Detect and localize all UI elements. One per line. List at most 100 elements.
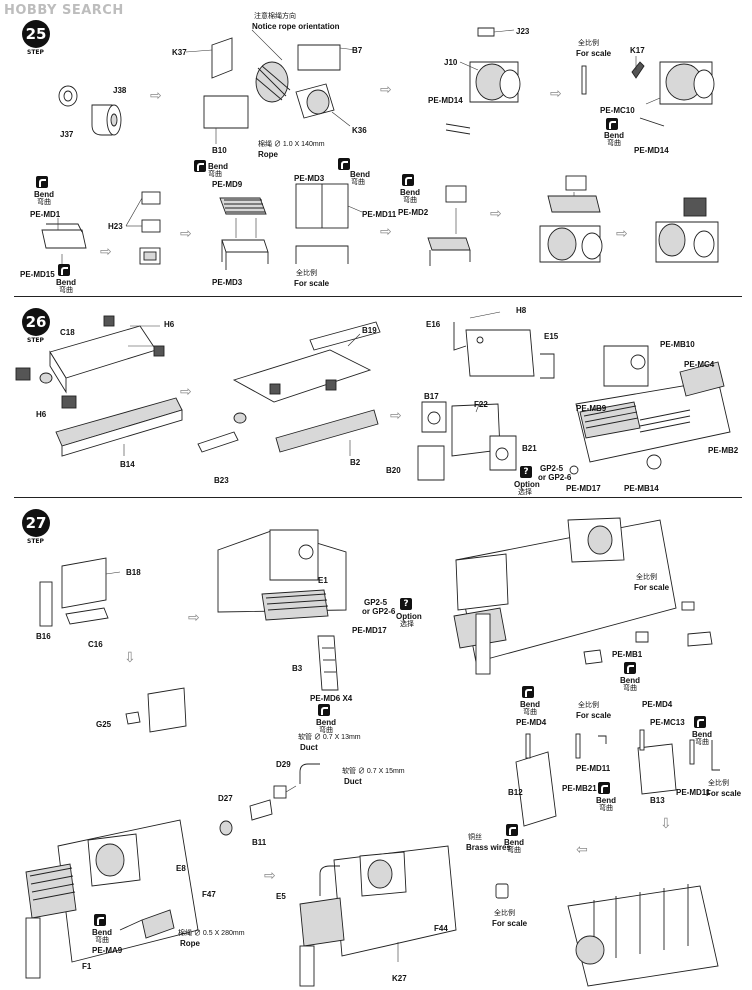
scale-cn: 全比例 <box>708 780 729 787</box>
flow-arrow: ⇨ <box>180 384 192 400</box>
flow-arrow: ⇨ <box>616 226 628 242</box>
part-e8: E8 <box>176 864 186 873</box>
flow-arrow: ⇩ <box>124 650 136 666</box>
rope-label: Rope <box>258 150 278 159</box>
part-g25: G25 <box>96 720 112 729</box>
part-pe-md17: PE-MD17 <box>566 484 601 493</box>
part-f44: F44 <box>434 924 448 933</box>
flow-arrow: ⇨ <box>180 226 192 242</box>
part-f22: F22 <box>474 400 488 409</box>
rope2-label: Rope <box>180 939 200 948</box>
bend-label: Bend <box>620 676 640 685</box>
part-e15: E15 <box>544 332 559 341</box>
part-h6: H6 <box>36 410 47 419</box>
step-25-badge: 25 <box>22 20 50 48</box>
part-e5: E5 <box>276 892 286 901</box>
scale-cn: 全比例 <box>578 702 599 709</box>
flow-arrow: ⇨ <box>490 206 502 222</box>
bend-icon <box>598 782 610 794</box>
bend-label-cn: 弯曲 <box>607 140 621 147</box>
j38-spool-drawing <box>91 104 122 136</box>
bend-icon <box>194 160 206 172</box>
part-pe-md14: PE-MD14 <box>428 96 463 105</box>
part-pe-md3: PE-MD3 <box>212 278 243 287</box>
bend-icon <box>606 118 618 130</box>
part-gp2: GP2-5 <box>364 598 388 607</box>
part-b12: B12 <box>508 788 523 797</box>
part-d29: D29 <box>276 760 291 769</box>
part-pe-mc4: PE-MC4 <box>684 360 715 369</box>
rope-spec: 棉绳 ∅ 1.0 X 140mm <box>258 141 325 148</box>
part-b7: B7 <box>352 46 363 55</box>
part-gp2: GP2-5 <box>540 464 564 473</box>
part-b14: B14 <box>120 460 135 469</box>
bend-label: Bend <box>56 278 76 287</box>
bend-label-cn: 弯曲 <box>95 937 109 944</box>
bend-label-cn: 弯曲 <box>319 727 333 734</box>
bend-icon <box>58 264 70 276</box>
bend-label-cn: 弯曲 <box>523 709 537 716</box>
bend-icon <box>36 176 48 188</box>
option-label-cn: 选择 <box>400 621 414 628</box>
part-b19: B19 <box>362 326 377 335</box>
bend-label-cn: 弯曲 <box>599 805 613 812</box>
bend-label-cn: 弯曲 <box>59 287 73 294</box>
part-pe-md11: PE-MD11 <box>576 764 611 773</box>
bend-icon <box>318 704 330 716</box>
duct2-label: Duct <box>344 777 362 786</box>
bend-label-cn: 弯曲 <box>623 685 637 692</box>
fuel-tank-drawing <box>125 687 187 733</box>
scale-en: For scale <box>576 711 612 720</box>
part-pe-mc13: PE-MC13 <box>650 718 685 727</box>
pe-md1-frame-drawing <box>41 218 87 264</box>
bend-icon <box>694 716 706 728</box>
part-b16: B16 <box>36 632 51 641</box>
scale-en: For scale <box>492 919 528 928</box>
pe-md11-panel-drawing <box>295 183 363 264</box>
option-label: Option <box>396 612 422 621</box>
scale-en: For scale <box>634 583 670 592</box>
cab-box-drawing <box>417 311 555 481</box>
winch-assembly-3-drawing <box>539 175 603 263</box>
scale-cn: 全比例 <box>636 574 657 581</box>
part-pe-md11b: PE-MD11 <box>676 788 711 797</box>
bend-icon <box>94 914 106 926</box>
winch-frame-drawing <box>185 29 357 144</box>
step-27-badge: 27 <box>22 509 50 537</box>
bend-label-cn: 弯曲 <box>351 179 365 186</box>
bend-label: Bend <box>504 838 524 847</box>
flow-arrow: ⇨ <box>380 224 392 240</box>
pe-md9-stand-drawing <box>219 197 269 270</box>
part-pe-mb10: PE-MB10 <box>660 340 695 349</box>
section-divider <box>14 497 742 498</box>
part-f47: F47 <box>202 890 216 899</box>
bend-label-cn: 弯曲 <box>37 199 51 206</box>
part-gp2-or: or GP2-6 <box>538 473 572 482</box>
flow-arrow: ⇨ <box>188 610 200 626</box>
bend-icon <box>522 686 534 698</box>
part-gp2-or: or GP2-6 <box>362 607 396 616</box>
bend-label-cn: 弯曲 <box>403 197 417 204</box>
part-c18: C18 <box>60 328 75 337</box>
part-pe-mb1: PE-MB1 <box>612 650 643 659</box>
winch-assembly-2-drawing <box>581 56 715 127</box>
part-pe-mb9: PE-MB9 <box>576 404 607 413</box>
option-label-cn: 选择 <box>518 489 532 496</box>
part-pe-md14b: PE-MD14 <box>634 146 669 155</box>
part-k36: K36 <box>352 126 367 135</box>
step-25-word: STEP <box>27 49 44 56</box>
vehicle-assembly-2-drawing <box>25 819 199 979</box>
part-k37: K37 <box>172 48 187 57</box>
j37-washer-drawing <box>58 85 78 107</box>
bend-label-cn: 弯曲 <box>507 847 521 854</box>
brass-cn: 铜丝 <box>468 834 482 841</box>
flow-arrow: ⇨ <box>264 868 276 884</box>
scale-cn: 全比例 <box>494 910 515 917</box>
option-icon: ? <box>400 598 412 610</box>
duct2-spec: 软管 ∅ 0.7 X 15mm <box>342 768 405 775</box>
part-pe-md3b: PE-MD3 <box>294 174 325 183</box>
part-b20: B20 <box>386 466 401 475</box>
bend-label: Bend <box>34 190 54 199</box>
bend-label-cn: 弯曲 <box>208 171 222 178</box>
